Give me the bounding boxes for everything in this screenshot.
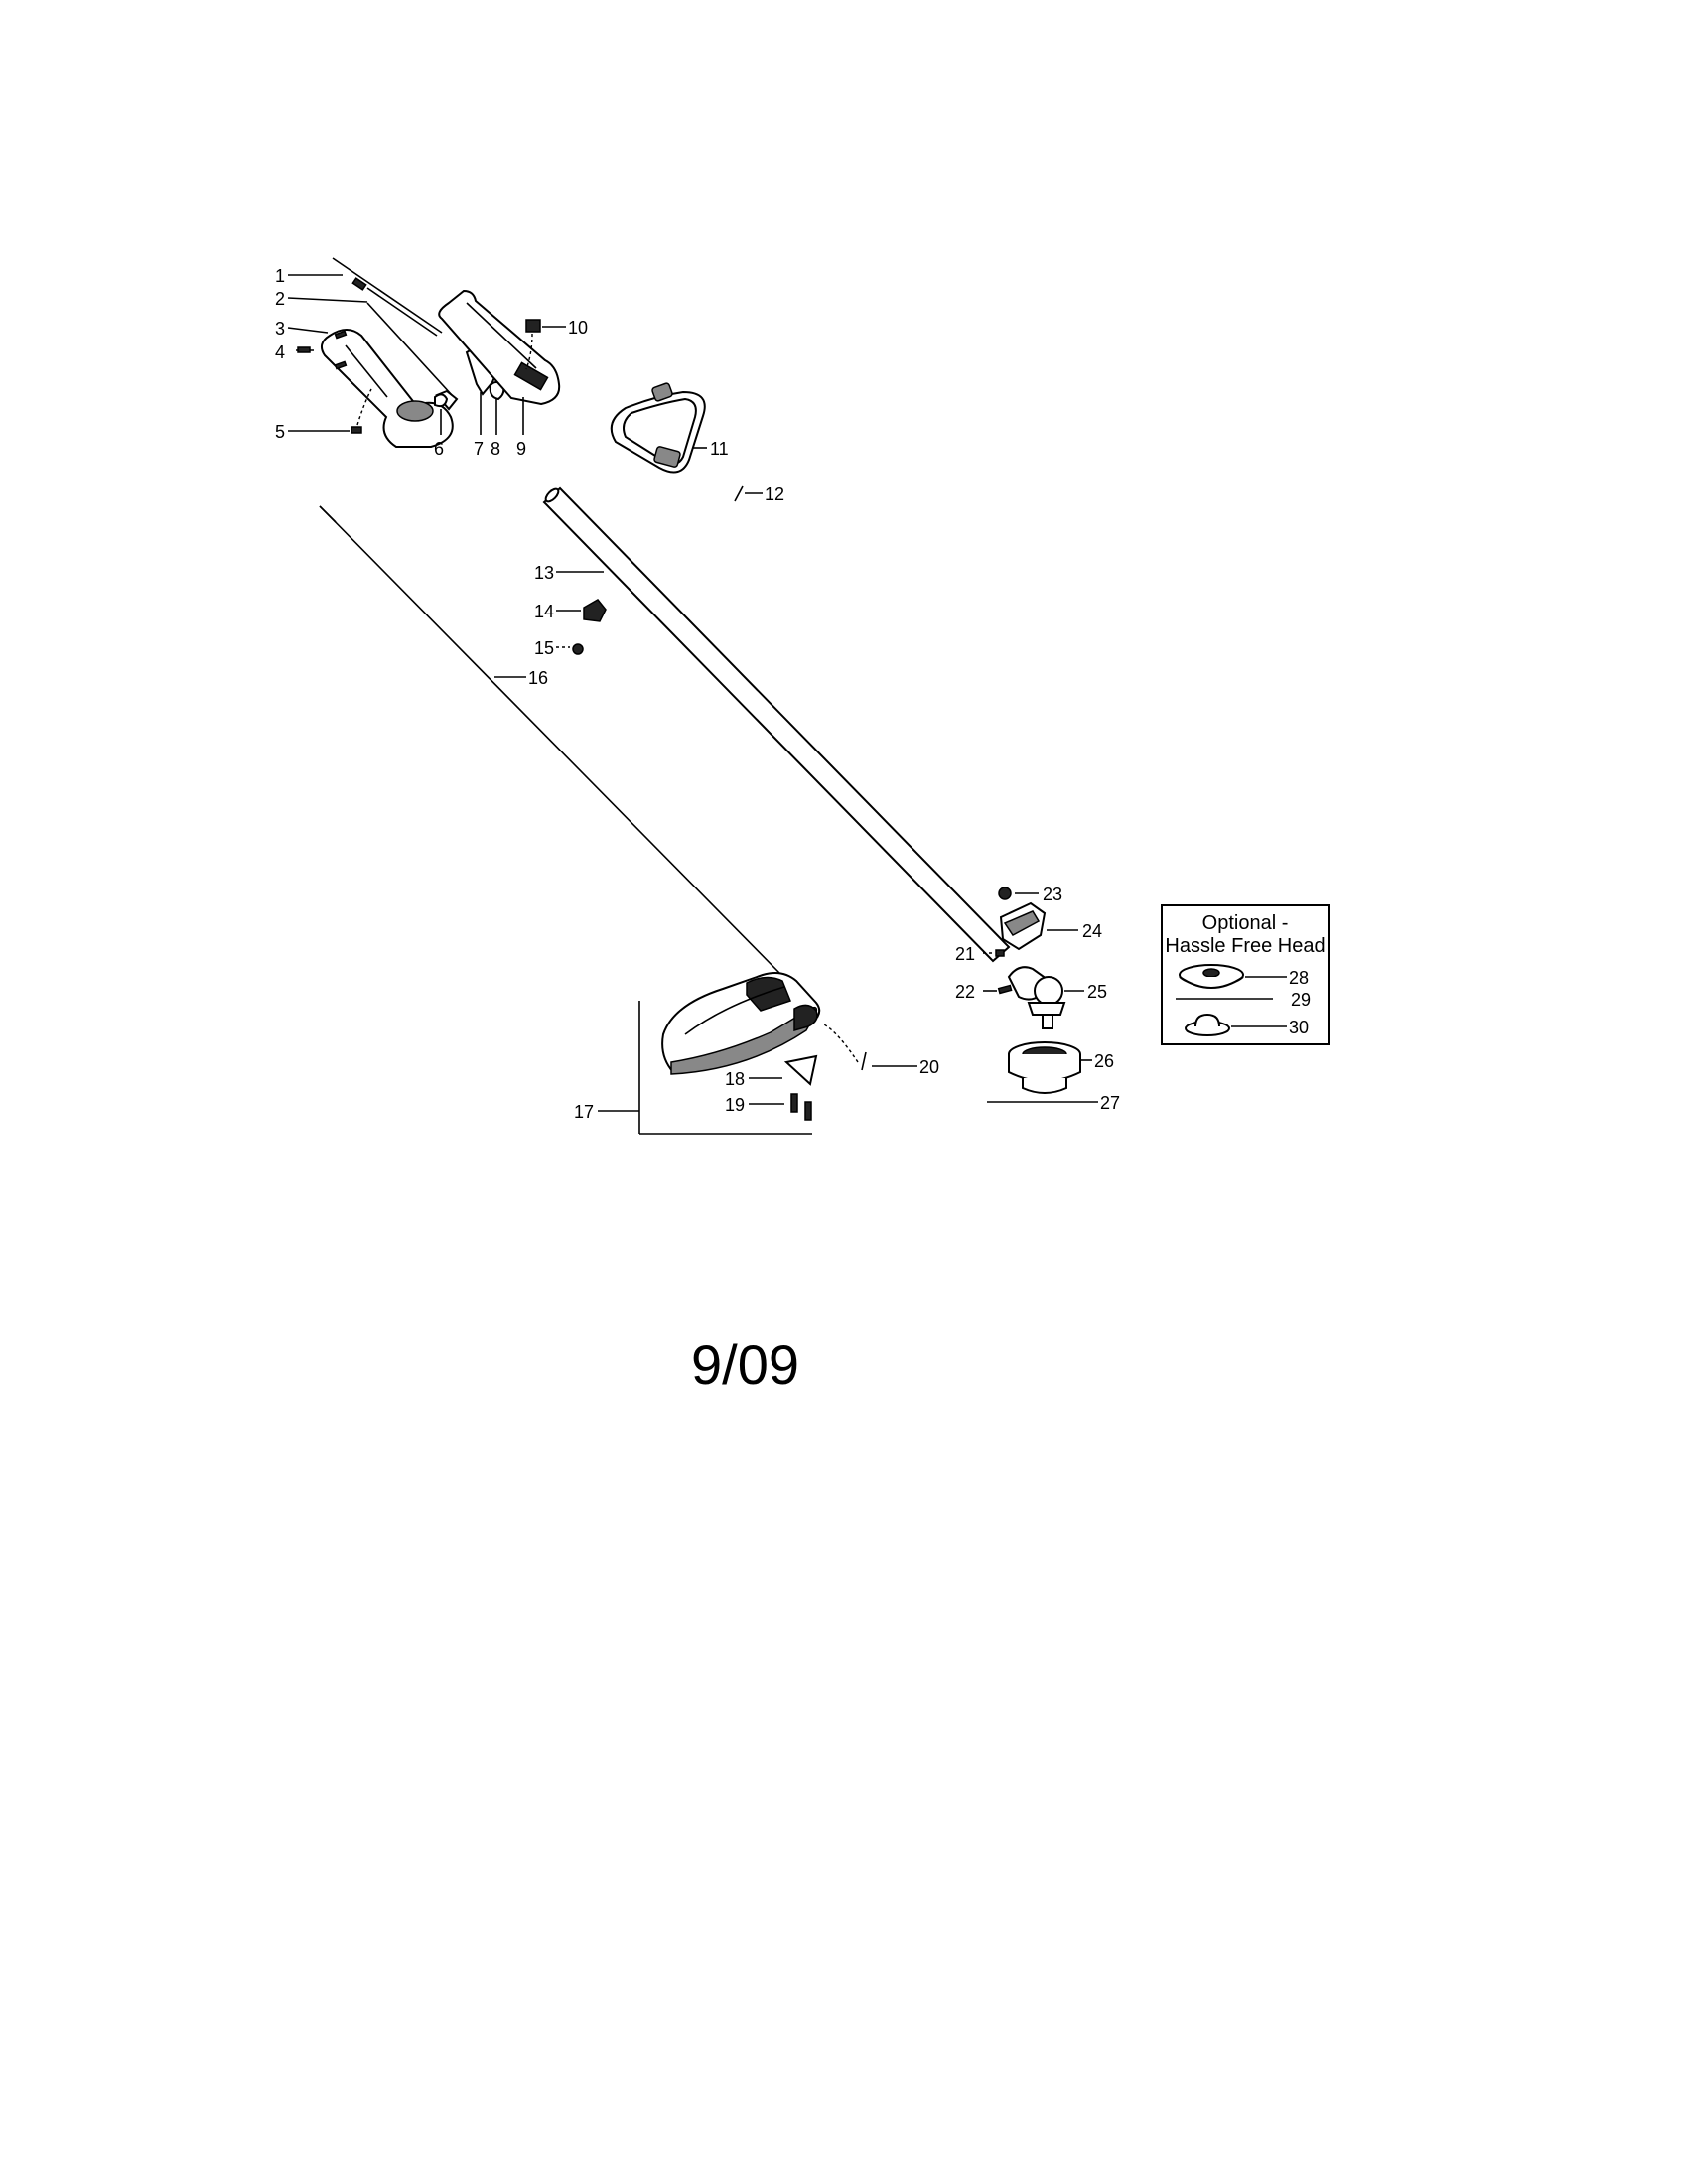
throttle-cable [332, 257, 443, 337]
hassle-free-head [1179, 964, 1287, 989]
trigger-spring [434, 393, 449, 435]
screw-4b [334, 330, 348, 370]
screws-19 [749, 1093, 812, 1121]
label-22: 22 [955, 982, 975, 1002]
label-8: 8 [491, 439, 500, 459]
label-10: 10 [568, 318, 588, 338]
knob-23 [998, 887, 1039, 900]
label-24: 24 [1082, 921, 1102, 941]
shaft-clamp [556, 599, 607, 622]
trimmer-head [1008, 1041, 1092, 1094]
label-3: 3 [275, 319, 285, 339]
shield-mount [999, 901, 1078, 951]
label-21: 21 [955, 944, 975, 964]
label-1: 1 [275, 266, 285, 286]
label-5: 5 [275, 422, 285, 442]
label-4: 4 [275, 342, 285, 362]
screw-21 [983, 949, 1005, 957]
bolt-12 [734, 485, 763, 502]
label-23: 23 [1043, 885, 1062, 904]
gearbox [1007, 966, 1084, 1029]
label-28: 28 [1289, 968, 1309, 988]
screw-4 [296, 346, 314, 353]
lockout-lever [489, 381, 505, 435]
loop-handle [610, 382, 707, 474]
label-30: 30 [1289, 1018, 1309, 1037]
label-17: 17 [574, 1102, 594, 1122]
label-26: 26 [1094, 1051, 1114, 1071]
label-9: 9 [516, 439, 526, 459]
label-16: 16 [528, 668, 548, 688]
grass-shield [661, 972, 821, 1075]
flex-drive-shaft [319, 505, 781, 975]
bolt-20 [823, 1024, 917, 1071]
label-25: 25 [1087, 982, 1107, 1002]
shaft-housing-tube [542, 486, 1011, 963]
label-27: 27 [1100, 1093, 1120, 1113]
optional-title-line1: Optional - [1202, 912, 1289, 934]
label-29: 29 [1291, 990, 1311, 1010]
label-14: 14 [534, 602, 554, 621]
label-18: 18 [725, 1069, 745, 1089]
screw-22 [983, 984, 1013, 995]
optional-title-line2: Hassle Free Head [1165, 935, 1325, 957]
label-13: 13 [534, 563, 554, 583]
label-19: 19 [725, 1095, 745, 1115]
line-cutter [749, 1054, 818, 1086]
optional-head-box: Optional - Hassle Free Head 28 29 30 [1161, 904, 1330, 1045]
label-2: 2 [275, 289, 285, 309]
handle-housing [320, 329, 454, 448]
label-20: 20 [919, 1057, 939, 1077]
handle-half [438, 289, 561, 435]
revision-date: 9/09 [691, 1333, 799, 1396]
label-6: 6 [434, 439, 444, 459]
nut-10 [525, 319, 566, 370]
label-12: 12 [765, 484, 784, 504]
screw-15 [556, 643, 584, 655]
head-cap [1185, 1013, 1287, 1036]
label-7: 7 [474, 439, 484, 459]
label-15: 15 [534, 638, 554, 658]
label-11: 11 [710, 439, 729, 459]
